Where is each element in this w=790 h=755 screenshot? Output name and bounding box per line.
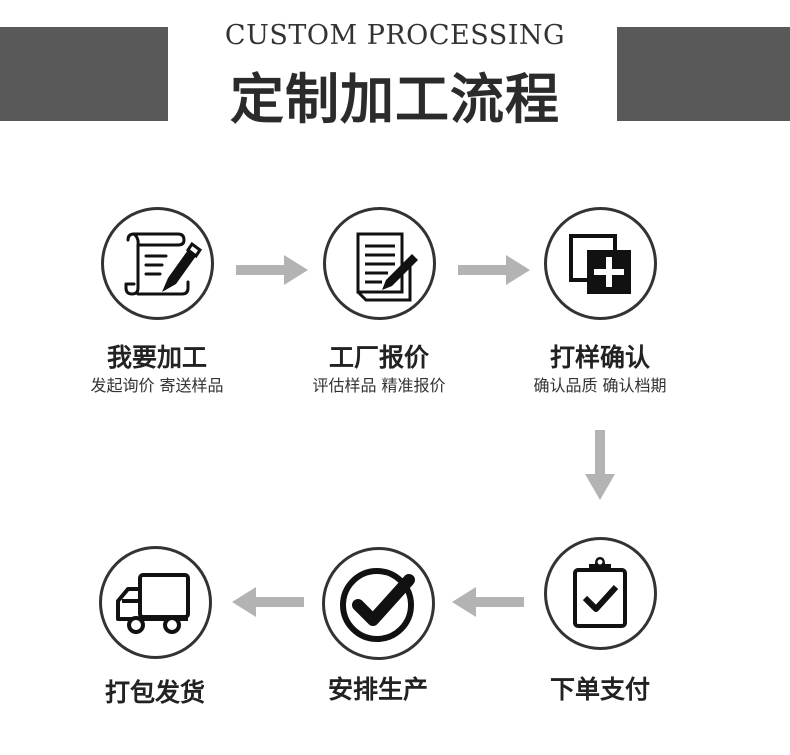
arrow-right-icon <box>458 255 530 285</box>
step-3-subtitle: 确认品质 确认档期 <box>533 376 667 395</box>
step-1-subtitle: 发起询价 寄送样品 <box>90 376 224 395</box>
arrow-down-icon <box>585 430 615 500</box>
step-3-title: 打样确认 <box>549 343 650 372</box>
delivery-truck-icon <box>116 573 190 634</box>
step-4-title: 下单支付 <box>549 675 650 704</box>
add-layers-icon <box>569 234 631 294</box>
step-5-title: 安排生产 <box>327 675 428 704</box>
arrow-left-icon <box>452 587 524 617</box>
scroll-pen-icon <box>124 232 203 296</box>
header-title-en: CUSTOM PROCESSING <box>224 20 566 51</box>
step-1-title: 我要加工 <box>106 343 207 372</box>
step-2-subtitle: 评估样品 精准报价 <box>312 376 446 395</box>
header-right-band <box>617 27 790 121</box>
step-2-title: 工厂报价 <box>328 343 429 372</box>
step-5-circle <box>322 547 435 660</box>
document-pencil-icon <box>356 232 418 302</box>
arrow-right-icon <box>236 255 308 285</box>
step-1-circle <box>101 207 214 320</box>
check-circle-icon <box>340 568 415 642</box>
step-2-circle <box>323 207 436 320</box>
clipboard-check-icon <box>573 557 627 628</box>
step-4-circle <box>544 537 657 650</box>
step-3-circle <box>544 207 657 320</box>
header-left-band <box>0 27 168 121</box>
step-6-title: 打包发货 <box>104 678 205 707</box>
step-6-circle <box>99 546 212 659</box>
arrow-left-icon <box>232 587 304 617</box>
header-title-cn: 定制加工流程 <box>230 67 560 131</box>
